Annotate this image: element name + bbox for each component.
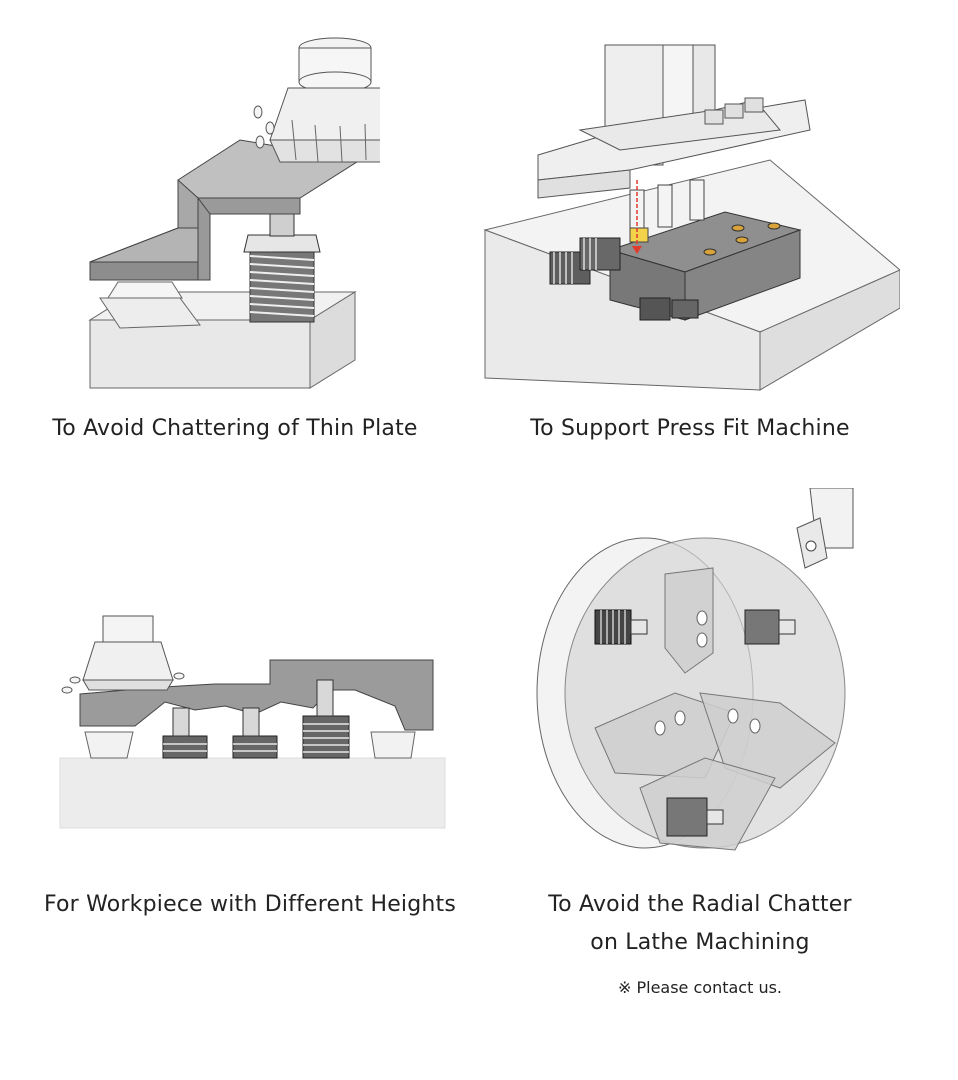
contact-note: ※ Please contact us. bbox=[617, 978, 783, 997]
caption-different-heights: For Workpiece with Different Heights bbox=[43, 892, 457, 917]
illustration-lathe-chuck bbox=[535, 488, 855, 863]
milling-cutter bbox=[269, 37, 380, 163]
caption-lathe-line1: To Avoid the Radial Chatter bbox=[548, 892, 852, 917]
milling-cutter-2 bbox=[82, 615, 174, 691]
support-screws-row bbox=[162, 679, 350, 759]
illustration-different-heights bbox=[55, 610, 450, 835]
press-pins bbox=[629, 179, 705, 254]
workpiece-feet bbox=[84, 731, 416, 759]
illustration-press-fit bbox=[480, 40, 900, 400]
chips bbox=[253, 105, 275, 149]
chips-2 bbox=[61, 672, 185, 694]
lathe-tool bbox=[796, 488, 854, 569]
illustration-thin-plate bbox=[60, 30, 380, 400]
support-screws bbox=[549, 237, 699, 321]
caption-press-fit: To Support Press Fit Machine bbox=[530, 416, 850, 441]
work-table bbox=[59, 757, 446, 829]
workpiece bbox=[79, 659, 434, 731]
caption-thin-plate: To Avoid Chattering of Thin Plate bbox=[52, 416, 418, 441]
caption-lathe-line2: on Lathe Machining bbox=[590, 930, 810, 955]
support-screw bbox=[243, 213, 321, 323]
lathe-support-screws bbox=[594, 609, 796, 837]
